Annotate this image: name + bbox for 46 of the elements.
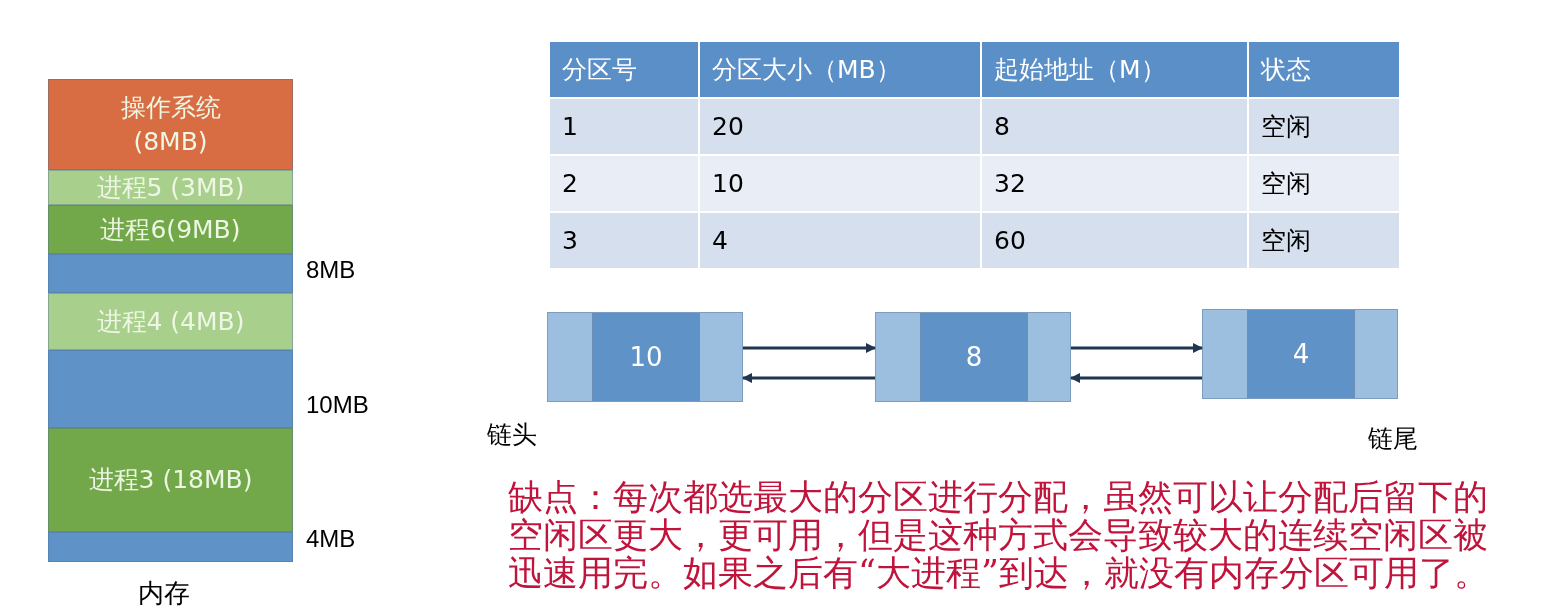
header-cell: 分区号 xyxy=(550,42,698,97)
memory-caption: 内存 xyxy=(138,577,190,610)
arrow xyxy=(743,343,876,353)
block-label: 进程3 (18MB) xyxy=(88,464,253,496)
table-cell: 10 xyxy=(700,156,980,211)
memory-block xyxy=(48,170,293,205)
block-label: 进程4 (4MB) xyxy=(96,305,245,338)
free-partition-block xyxy=(48,254,293,293)
table-cell: 空闲 xyxy=(1249,156,1399,211)
memory-block xyxy=(48,79,293,170)
block-label: 进程6(9MB) xyxy=(100,213,241,246)
node-value: 10 xyxy=(629,340,663,374)
table-cell: 空闲 xyxy=(1249,213,1399,268)
note-text: 缺点：每次都选最大的分区进行分配，虽然可以让分配后留下的空闲区更大，更可用，但是这种方式会导致较大的连续空闲区被迅速用完。如果之后有“大进程”到达，就没有内存分区可用了。 xyxy=(508,478,1490,592)
arrow xyxy=(742,373,875,383)
arrow xyxy=(1070,373,1202,383)
memory-block xyxy=(48,205,293,254)
free-partition-block xyxy=(48,532,293,562)
table-cell: 8 xyxy=(982,99,1247,154)
list-tail-label: 链尾 xyxy=(1368,423,1418,455)
node-value: 4 xyxy=(1292,337,1310,371)
node-value: 8 xyxy=(965,340,983,374)
memory-block xyxy=(48,428,293,532)
table-cell: 2 xyxy=(550,156,698,211)
memory-block xyxy=(48,293,293,350)
list-node xyxy=(1202,309,1398,399)
table-cell: 4 xyxy=(700,213,980,268)
list-node xyxy=(875,312,1071,402)
table-cell: 空闲 xyxy=(1249,99,1399,154)
table-cell: 32 xyxy=(982,156,1247,211)
block-label: 进程5 (3MB) xyxy=(96,171,245,204)
table-cell: 1 xyxy=(550,99,698,154)
free-partition-block xyxy=(48,350,293,428)
table-cell: 3 xyxy=(550,213,698,268)
size-label: 4MB xyxy=(306,524,356,554)
list-head-label: 链头 xyxy=(487,419,537,451)
table-cell: 60 xyxy=(982,213,1247,268)
header-cell: 状态 xyxy=(1249,42,1399,97)
header-cell: 分区大小（MB） xyxy=(700,42,980,97)
table-cell: 20 xyxy=(700,99,980,154)
header-cell: 起始地址（M） xyxy=(982,42,1247,97)
block-label: 操作系统 (8MB) xyxy=(119,91,222,158)
size-label: 10MB xyxy=(306,390,369,420)
arrow xyxy=(1071,343,1203,353)
size-label: 8MB xyxy=(306,255,356,285)
list-node xyxy=(547,312,743,402)
